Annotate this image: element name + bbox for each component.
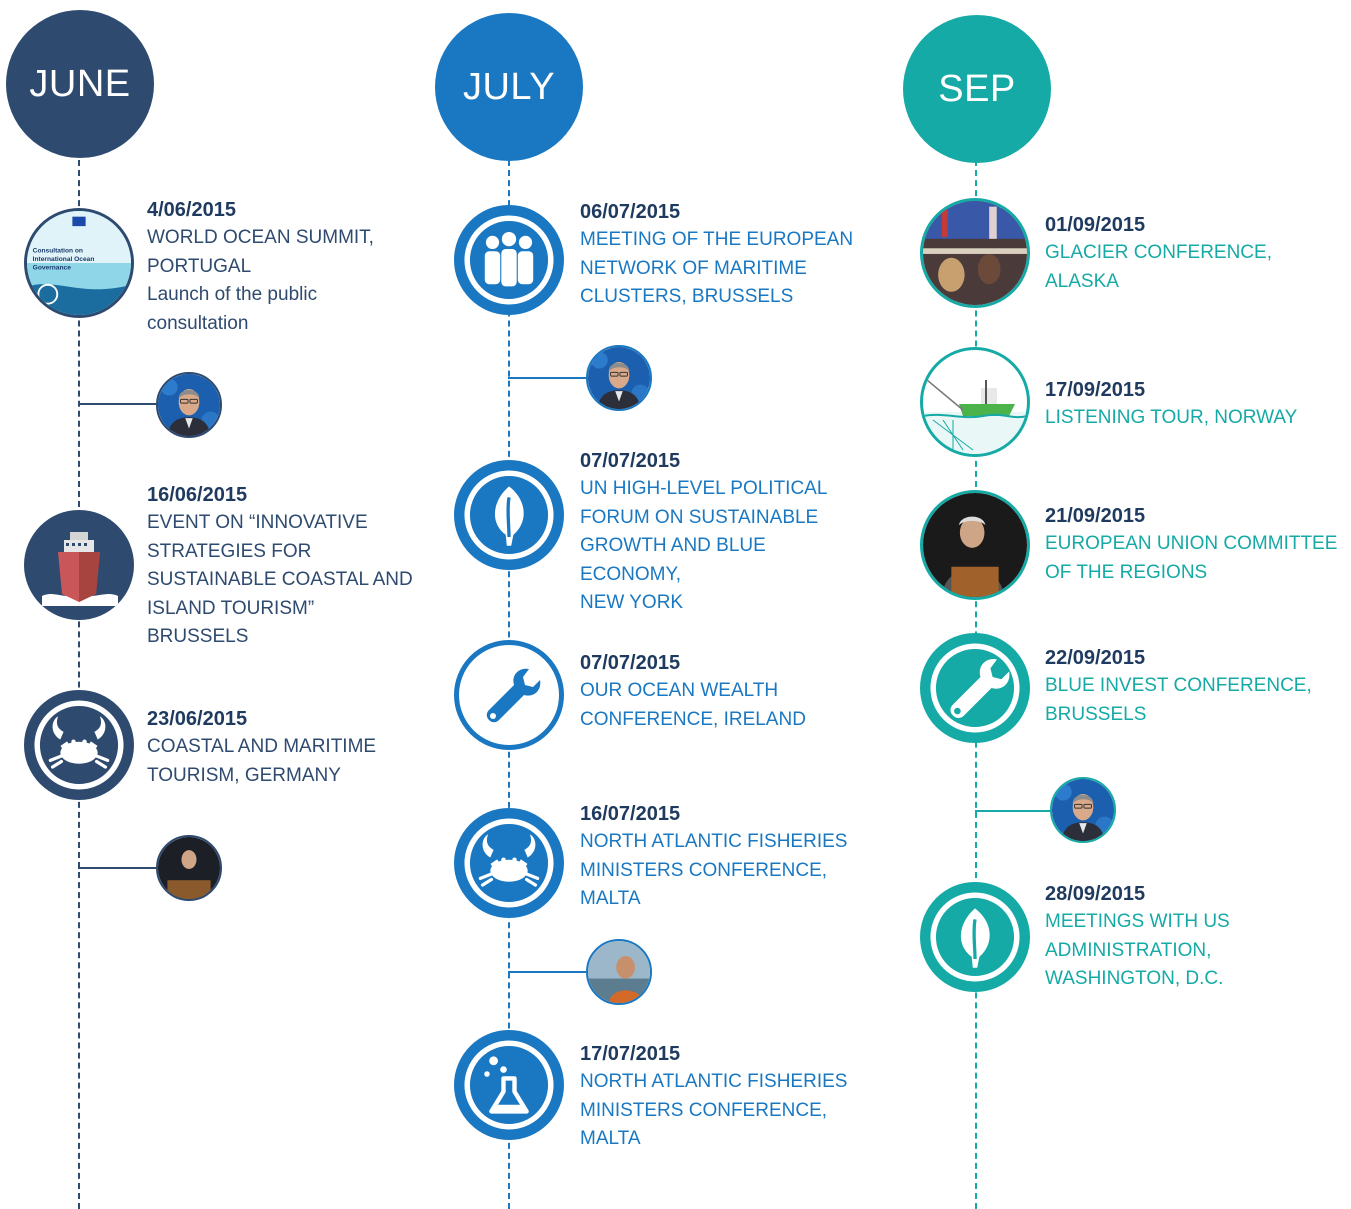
- event-description: EUROPEAN UNION COMMITTEE OF THE REGIONS: [1045, 533, 1338, 583]
- june-branch-1: [78, 403, 156, 405]
- june-timeline-line: [78, 150, 80, 1209]
- consultation-label-2: International Ocean: [33, 256, 95, 263]
- event-date: 16/06/2015: [147, 484, 248, 506]
- sep-event-1: 01/09/2015 GLACIER CONFERENCE, ALASKA: [1045, 211, 1272, 296]
- wrench-icon: [920, 633, 1030, 743]
- crab-icon: [24, 690, 134, 800]
- event-date: 22/09/2015: [1045, 647, 1146, 669]
- june-month-label: JUNE: [29, 62, 131, 105]
- consultation-label-1: Consultation on: [33, 248, 83, 255]
- avatar: [1050, 777, 1116, 843]
- july-event-2: 07/07/2015 UN HIGH-LEVEL POLITICAL FORUM…: [580, 447, 870, 618]
- event-description: NORTH ATLANTIC FISHERIES MINISTERS CONFE…: [580, 831, 848, 909]
- june-event-3: 23/06/2015 COASTAL AND MARITIME TOURISM,…: [147, 705, 376, 790]
- july-month-circle: JULY: [435, 13, 583, 161]
- event-date: 16/07/2015: [580, 803, 681, 825]
- leaf-icon: [920, 882, 1030, 992]
- fishing-boat-icon: [920, 347, 1030, 457]
- speaker-avatar: [156, 835, 222, 901]
- sep-event-2: 17/09/2015 LISTENING TOUR, NORWAY: [1045, 376, 1297, 433]
- june-branch-2: [78, 867, 156, 869]
- event-date: 17/09/2015: [1045, 379, 1146, 401]
- event-date: 01/09/2015: [1045, 214, 1146, 236]
- avatar: [586, 939, 652, 1005]
- event-description: MEETINGS WITH US ADMINISTRATION, WASHING…: [1045, 911, 1230, 989]
- flask-icon: [454, 1030, 564, 1140]
- event-description: OUR OCEAN WEALTH CONFERENCE, IRELAND: [580, 680, 806, 730]
- crab-icon: [454, 808, 564, 918]
- sep-column: SEP 01/09/2015 GLACIER CONFERENCE, ALASK…: [898, 0, 1338, 1209]
- july-event-5: 17/07/2015 NORTH ATLANTIC FISHERIES MINI…: [580, 1040, 870, 1154]
- avatar: [586, 345, 652, 411]
- sep-month-circle: SEP: [903, 15, 1051, 163]
- june-month-circle: JUNE: [6, 10, 154, 158]
- event-description: NORTH ATLANTIC FISHERIES MINISTERS CONFE…: [580, 1071, 848, 1149]
- event-date: 17/07/2015: [580, 1043, 681, 1065]
- ship-icon: [24, 510, 134, 620]
- july-event-3: 07/07/2015 OUR OCEAN WEALTH CONFERENCE, …: [580, 649, 806, 734]
- sep-month-label: SEP: [938, 67, 1016, 110]
- wrench-icon: [454, 640, 564, 750]
- event-description: WORLD OCEAN SUMMIT, PORTUGAL Launch of t…: [147, 227, 374, 334]
- consultation-image: Consultation on International Ocean Gove…: [24, 208, 134, 318]
- event-description: EVENT ON “INNOVATIVE STRATEGIES FOR SUST…: [147, 512, 413, 647]
- event-date: 23/06/2015: [147, 708, 248, 730]
- consultation-label-3: Governance: [33, 265, 72, 272]
- june-event-2: 16/06/2015 EVENT ON “INNOVATIVE STRATEGI…: [147, 481, 413, 652]
- july-branch-1: [508, 377, 586, 379]
- avatar: [156, 372, 222, 438]
- event-date: 07/07/2015: [580, 450, 681, 472]
- june-column: JUNE Consultation on International Ocean…: [0, 0, 440, 1209]
- july-event-1: 06/07/2015 MEETING OF THE EUROPEAN NETWO…: [580, 198, 853, 312]
- event-date: 07/07/2015: [580, 652, 681, 674]
- speaker-photo: [920, 490, 1030, 600]
- sep-event-4: 22/09/2015 BLUE INVEST CONFERENCE, BRUSS…: [1045, 644, 1312, 729]
- june-event-1: 4/06/2015 WORLD OCEAN SUMMIT, PORTUGAL L…: [147, 196, 374, 338]
- july-branch-2: [508, 971, 586, 973]
- event-date: 28/09/2015: [1045, 883, 1146, 905]
- sep-branch-1: [975, 810, 1053, 812]
- event-description: BLUE INVEST CONFERENCE, BRUSSELS: [1045, 675, 1312, 725]
- july-month-label: JULY: [462, 65, 556, 108]
- event-description: GLACIER CONFERENCE, ALASKA: [1045, 242, 1272, 292]
- leaf-icon: [454, 460, 564, 570]
- event-date: 4/06/2015: [147, 199, 236, 221]
- sep-event-5: 28/09/2015 MEETINGS WITH US ADMINISTRATI…: [1045, 880, 1230, 994]
- event-date: 21/09/2015: [1045, 505, 1146, 527]
- sep-event-3: 21/09/2015 EUROPEAN UNION COMMITTEE OF T…: [1045, 502, 1337, 587]
- conference-photo: [920, 198, 1030, 308]
- event-date: 06/07/2015: [580, 201, 681, 223]
- event-description: COASTAL AND MARITIME TOURISM, GERMANY: [147, 736, 377, 786]
- event-description: UN HIGH-LEVEL POLITICAL FORUM ON SUSTAIN…: [580, 478, 828, 613]
- july-event-4: 16/07/2015 NORTH ATLANTIC FISHERIES MINI…: [580, 800, 847, 914]
- event-description: MEETING OF THE EUROPEAN NETWORK OF MARIT…: [580, 229, 854, 307]
- event-description: LISTENING TOUR, NORWAY: [1045, 407, 1298, 428]
- july-column: JULY 06/07/2015 MEETING OF THE EUROPEAN …: [430, 0, 870, 1209]
- people-icon: [454, 205, 564, 315]
